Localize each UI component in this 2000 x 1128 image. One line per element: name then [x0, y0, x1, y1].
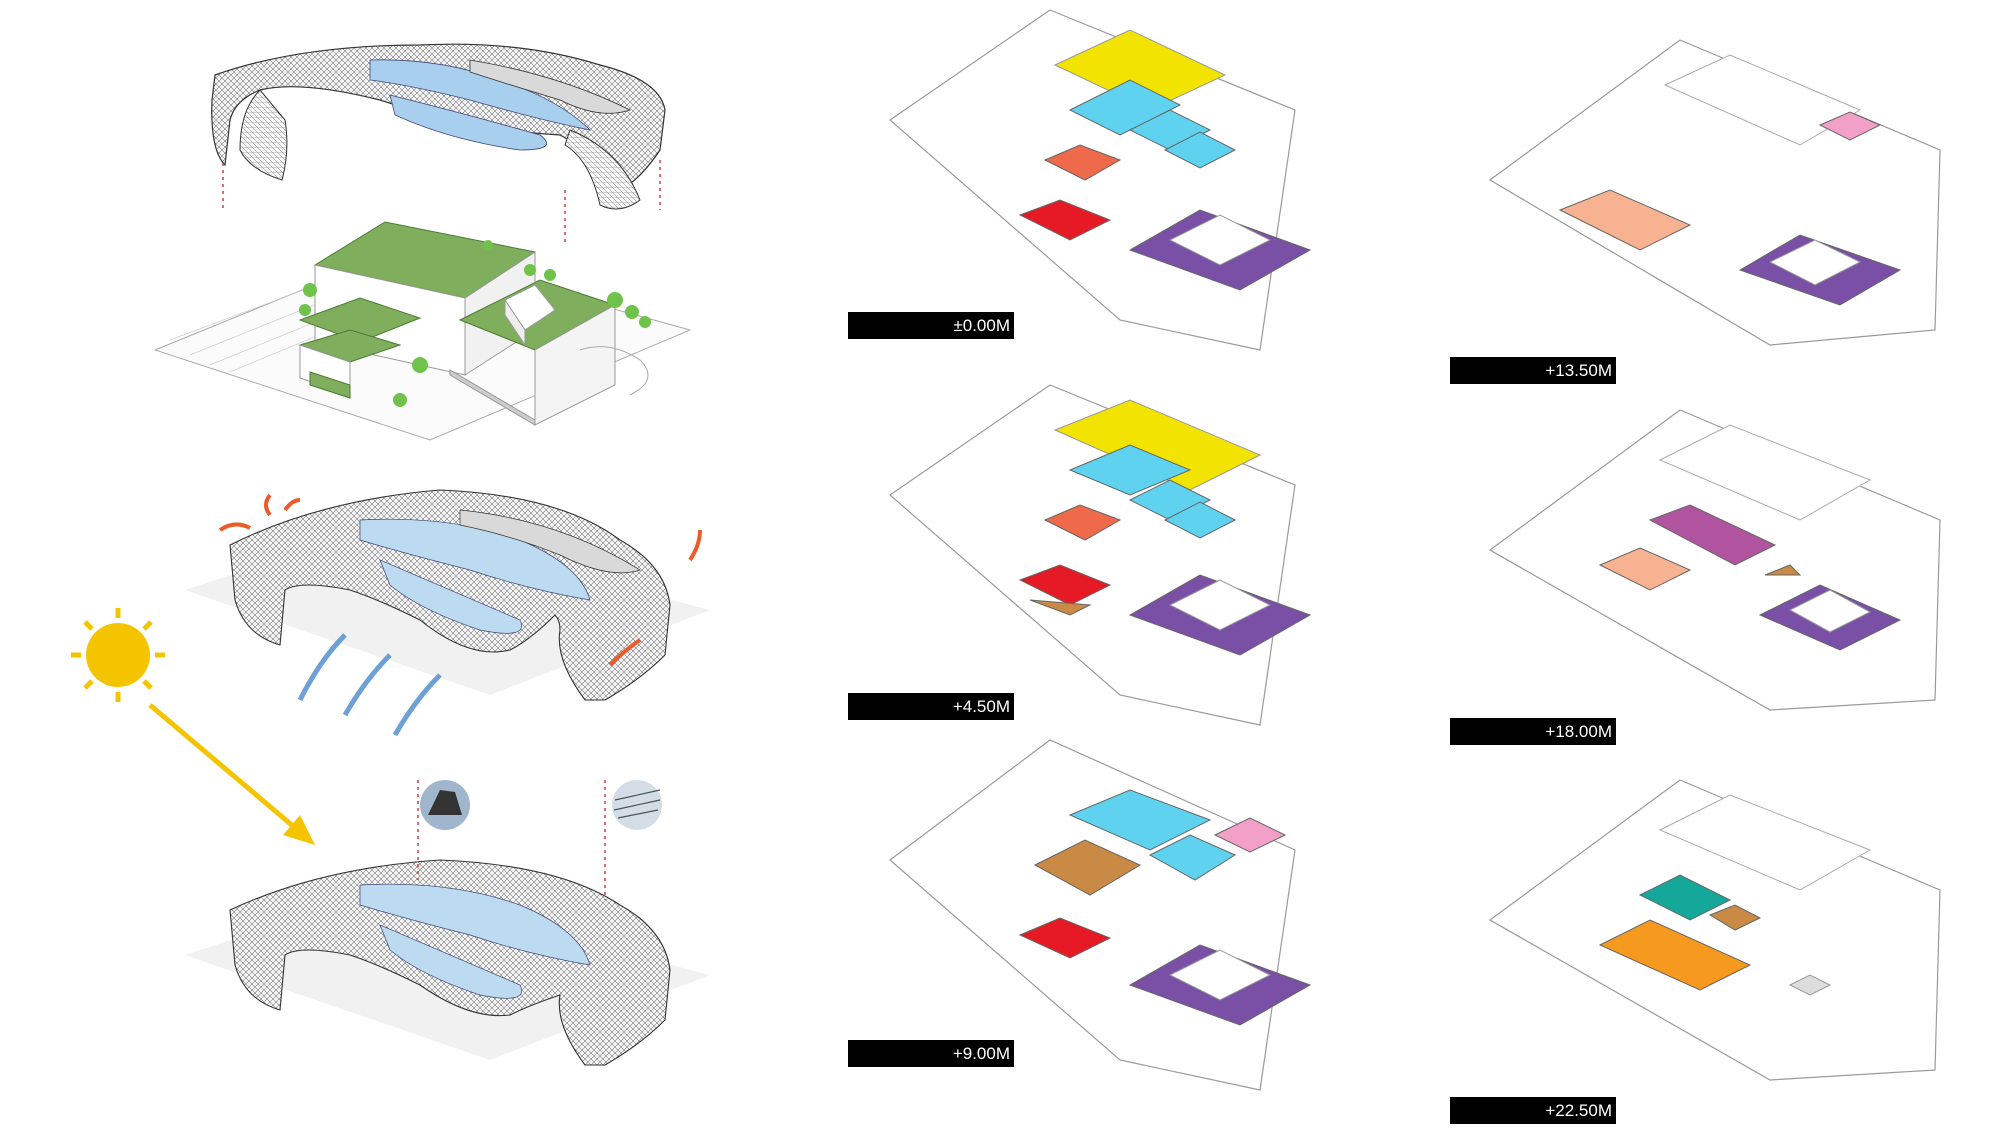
level-label-3: +13.50M: [1450, 357, 1616, 384]
plan-level-3: [1488, 39, 1941, 346]
heat-arrow-icon: [218, 493, 702, 667]
level-label-5: +22.50M: [1450, 1097, 1616, 1124]
level-label-1: +4.50M: [848, 693, 1014, 720]
sun-icon: [71, 608, 315, 845]
airflow-arrow-icon: [297, 633, 442, 737]
canopy-materials: [185, 780, 710, 1066]
plan-level-5: [1488, 779, 1941, 1081]
material-photo-icon: [420, 780, 662, 830]
plan-level-1: [889, 384, 1312, 726]
canopy-airflow: [185, 489, 710, 737]
level-label-0: ±0.00M: [848, 312, 1014, 339]
level-label-2: +9.00M: [848, 1040, 1014, 1067]
building-massing-green: [153, 221, 692, 441]
plan-level-4: [1488, 409, 1941, 711]
plan-level-0: [889, 9, 1312, 351]
level-label-4: +18.00M: [1450, 718, 1616, 745]
plan-level-2: [889, 739, 1312, 1091]
roof-canopy-top: [211, 43, 666, 245]
